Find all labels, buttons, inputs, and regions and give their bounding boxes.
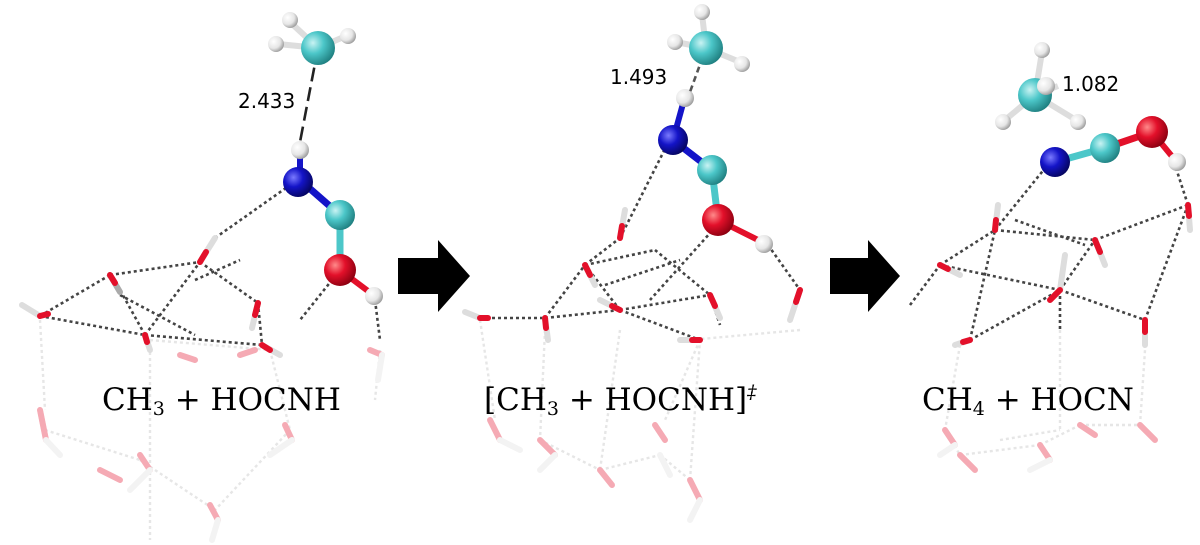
oxygen-atom bbox=[324, 254, 356, 286]
hydrogen-atom bbox=[995, 114, 1011, 130]
panel-3-label: CH4 + HOCN bbox=[922, 383, 1134, 419]
panel-3-water-molecules bbox=[937, 202, 1193, 348]
hydrogen-atom bbox=[291, 141, 309, 159]
label-formula: CH bbox=[102, 382, 153, 418]
panel-2-ice-cluster: 1.493 bbox=[462, 4, 803, 523]
panel-2-faded-water-layer bbox=[478, 319, 801, 523]
oxygen-atom bbox=[1136, 116, 1168, 148]
hydrogen-atom bbox=[365, 287, 383, 305]
nitrogen-atom bbox=[1040, 147, 1070, 177]
reaction-arrow-icon bbox=[830, 240, 900, 312]
transition-state-mark: ‡ bbox=[747, 381, 757, 403]
nitrogen-atom bbox=[283, 167, 313, 197]
hydrogen-atom bbox=[667, 34, 683, 50]
hydrogen-atom bbox=[755, 235, 773, 253]
distance-line bbox=[298, 47, 320, 143]
label-formula: + HOCNH bbox=[164, 382, 341, 418]
carbon-atom bbox=[325, 200, 355, 230]
panel-2-water-molecules bbox=[462, 207, 803, 343]
panel-3-ice-cluster: 1.082 bbox=[908, 42, 1193, 473]
reaction-arrow-icon bbox=[398, 240, 470, 312]
nitrogen-atom bbox=[658, 125, 688, 155]
hydrogen-atom bbox=[734, 56, 750, 72]
oxygen-atom bbox=[702, 204, 734, 236]
label-bracket: [ bbox=[484, 382, 497, 418]
hydrogen-atom bbox=[676, 89, 694, 107]
label-bracket: ] bbox=[734, 382, 748, 418]
carbon-atom bbox=[1090, 133, 1120, 163]
hydrogen-atom bbox=[1034, 42, 1050, 58]
panel-1-water-molecules bbox=[19, 235, 283, 358]
label-subscript: 4 bbox=[972, 398, 985, 420]
panel-3-faded-water-layer bbox=[937, 330, 1158, 473]
panel-1-ice-cluster: 2.433 bbox=[19, 12, 385, 543]
hydrogen-atom bbox=[1037, 77, 1055, 95]
hydrogen-atom bbox=[1168, 153, 1186, 171]
hydrogen-atom bbox=[1070, 114, 1086, 130]
panel-2-label: [CH3 + HOCNH]‡ bbox=[484, 383, 757, 419]
panel-1-faded-water-layer bbox=[37, 319, 385, 543]
hydrogen-atom bbox=[282, 12, 298, 28]
distance-line bbox=[688, 47, 708, 93]
panel-3-distance: 1.082 bbox=[1062, 72, 1119, 96]
methyl-carbon-atom bbox=[689, 31, 723, 65]
panel-1-label: CH3 + HOCNH bbox=[102, 383, 341, 419]
panel-1-distance: 2.433 bbox=[238, 89, 295, 113]
hydrogen-atom bbox=[268, 36, 284, 52]
label-formula: + HOCNH bbox=[558, 382, 735, 418]
hydrogen-atom bbox=[694, 4, 710, 20]
label-subscript: 3 bbox=[152, 398, 165, 420]
label-subscript: 3 bbox=[546, 398, 559, 420]
carbon-atom bbox=[697, 155, 727, 185]
label-formula: + HOCN bbox=[984, 382, 1134, 418]
label-formula: CH bbox=[922, 382, 973, 418]
panel-2-distance: 1.493 bbox=[610, 65, 667, 89]
methyl-carbon-atom bbox=[301, 31, 335, 65]
label-formula: CH bbox=[496, 382, 547, 418]
hydrogen-atom bbox=[340, 28, 356, 44]
